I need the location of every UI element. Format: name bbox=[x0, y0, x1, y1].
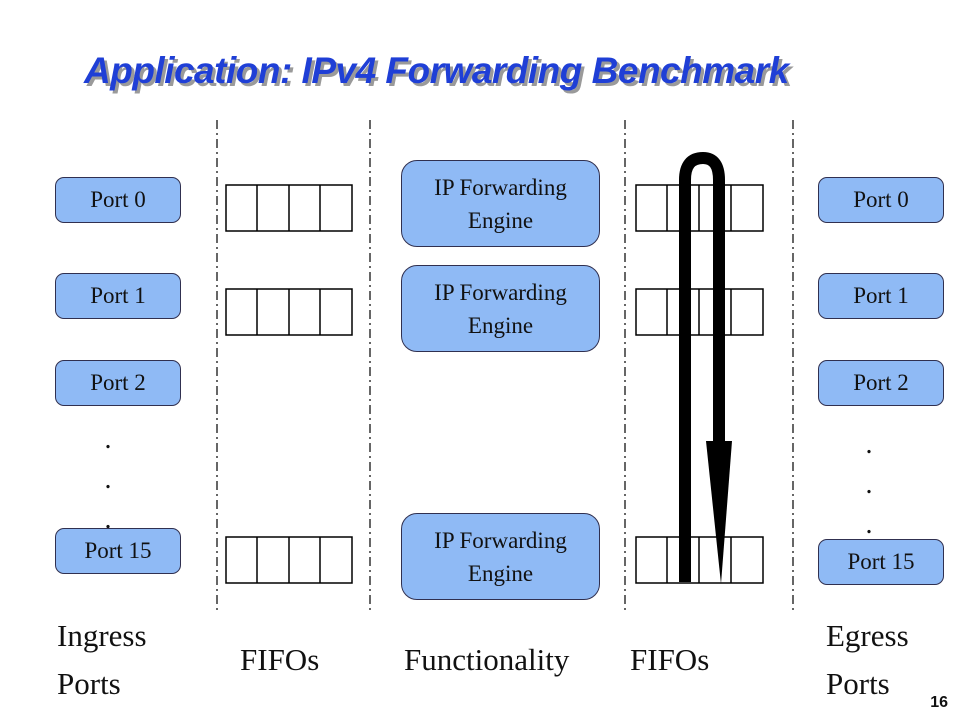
fifo-ingress-0 bbox=[225, 184, 353, 232]
ip-forwarding-engine-1: IP Forwarding Engine bbox=[401, 160, 600, 247]
fifo-ingress-15 bbox=[225, 536, 353, 584]
ingress-port-0: Port 0 bbox=[55, 177, 181, 223]
engine-label-line1: IP Forwarding bbox=[434, 279, 567, 305]
routing-arrow bbox=[679, 152, 732, 584]
engine-label-line1: IP Forwarding bbox=[434, 527, 567, 553]
ingress-port-2: Port 2 bbox=[55, 360, 181, 406]
engine-label-line2: Engine bbox=[467, 312, 534, 338]
engine-label-line1: IP Forwarding bbox=[434, 174, 567, 200]
ellipsis-dot: . bbox=[104, 504, 112, 535]
slide-title: Application: IPv4 Forwarding Benchmark bbox=[84, 50, 789, 91]
engine-label-line2: Engine bbox=[467, 207, 534, 233]
egress-ports-label: Egress Ports bbox=[826, 612, 909, 708]
ingress-port-15: Port 15 bbox=[55, 528, 181, 574]
functionality-label: Functionality bbox=[404, 642, 570, 677]
egress-port-0: Port 0 bbox=[818, 177, 944, 223]
fifo-egress-1 bbox=[635, 288, 764, 336]
fifo-egress-0 bbox=[635, 184, 764, 232]
fifo-egress-15 bbox=[635, 536, 764, 584]
engine-label-line2: Engine bbox=[467, 560, 534, 586]
label-line: Egress bbox=[826, 618, 909, 653]
ellipsis-dot: . bbox=[865, 469, 873, 500]
egress-ellipsis: . . . bbox=[859, 425, 879, 545]
fifo-ingress-1 bbox=[225, 288, 353, 336]
ip-forwarding-engine-2: IP Forwarding Engine bbox=[401, 265, 600, 352]
label-line: Ports bbox=[826, 666, 890, 701]
egress-port-15: Port 15 bbox=[818, 539, 944, 585]
ingress-port-1: Port 1 bbox=[55, 273, 181, 319]
label-line: Ports bbox=[57, 666, 121, 701]
ellipsis-dot: . bbox=[865, 509, 873, 540]
ingress-ellipsis: . . . bbox=[98, 420, 118, 540]
ip-forwarding-engine-3: IP Forwarding Engine bbox=[401, 513, 600, 600]
label-line: Ingress bbox=[57, 618, 147, 653]
ingress-ports-label: Ingress Ports bbox=[57, 612, 147, 708]
ellipsis-dot: . bbox=[865, 429, 873, 460]
ellipsis-dot: . bbox=[104, 424, 112, 455]
egress-port-2: Port 2 bbox=[818, 360, 944, 406]
ellipsis-dot: . bbox=[104, 464, 112, 495]
fifos-right-label: FIFOs bbox=[630, 642, 710, 677]
egress-port-1: Port 1 bbox=[818, 273, 944, 319]
fifos-left-label: FIFOs bbox=[240, 642, 320, 677]
page-number: 16 bbox=[930, 694, 948, 711]
